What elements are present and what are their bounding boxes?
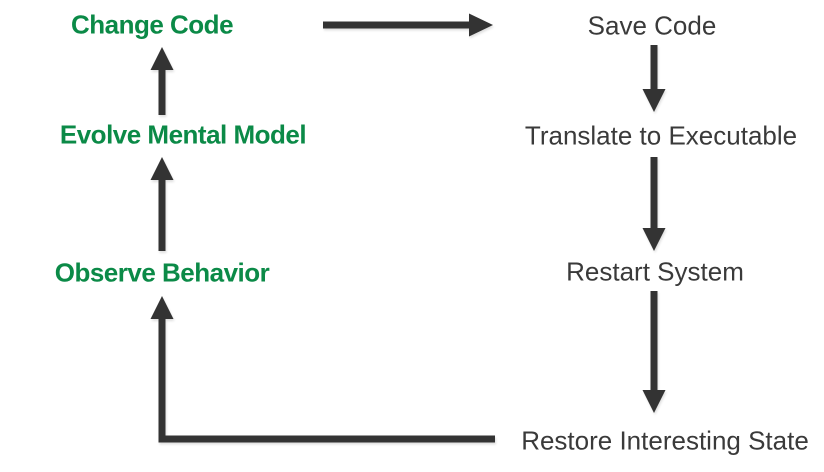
- node-observe-behavior: Observe Behavior: [54, 257, 270, 288]
- arrow-change-to-save: [323, 13, 493, 37]
- arrow-observe-to-evolve: [150, 157, 174, 251]
- arrow-evolve-to-change: [150, 47, 174, 115]
- node-evolve-mental-model: Evolve Mental Model: [59, 119, 307, 150]
- node-restore-interesting-state: Restore Interesting State: [521, 425, 809, 456]
- node-save-code: Save Code: [587, 10, 717, 41]
- node-change-code: Change Code: [70, 9, 234, 40]
- arrow-translate-to-restart: [642, 157, 666, 251]
- node-restart-system: Restart System: [566, 256, 744, 287]
- arrow-restore-to-observe: [150, 296, 495, 443]
- node-translate-to-executable: Translate to Executable: [524, 120, 798, 151]
- arrow-restart-to-restore: [642, 291, 666, 413]
- arrow-save-to-translate: [642, 45, 666, 112]
